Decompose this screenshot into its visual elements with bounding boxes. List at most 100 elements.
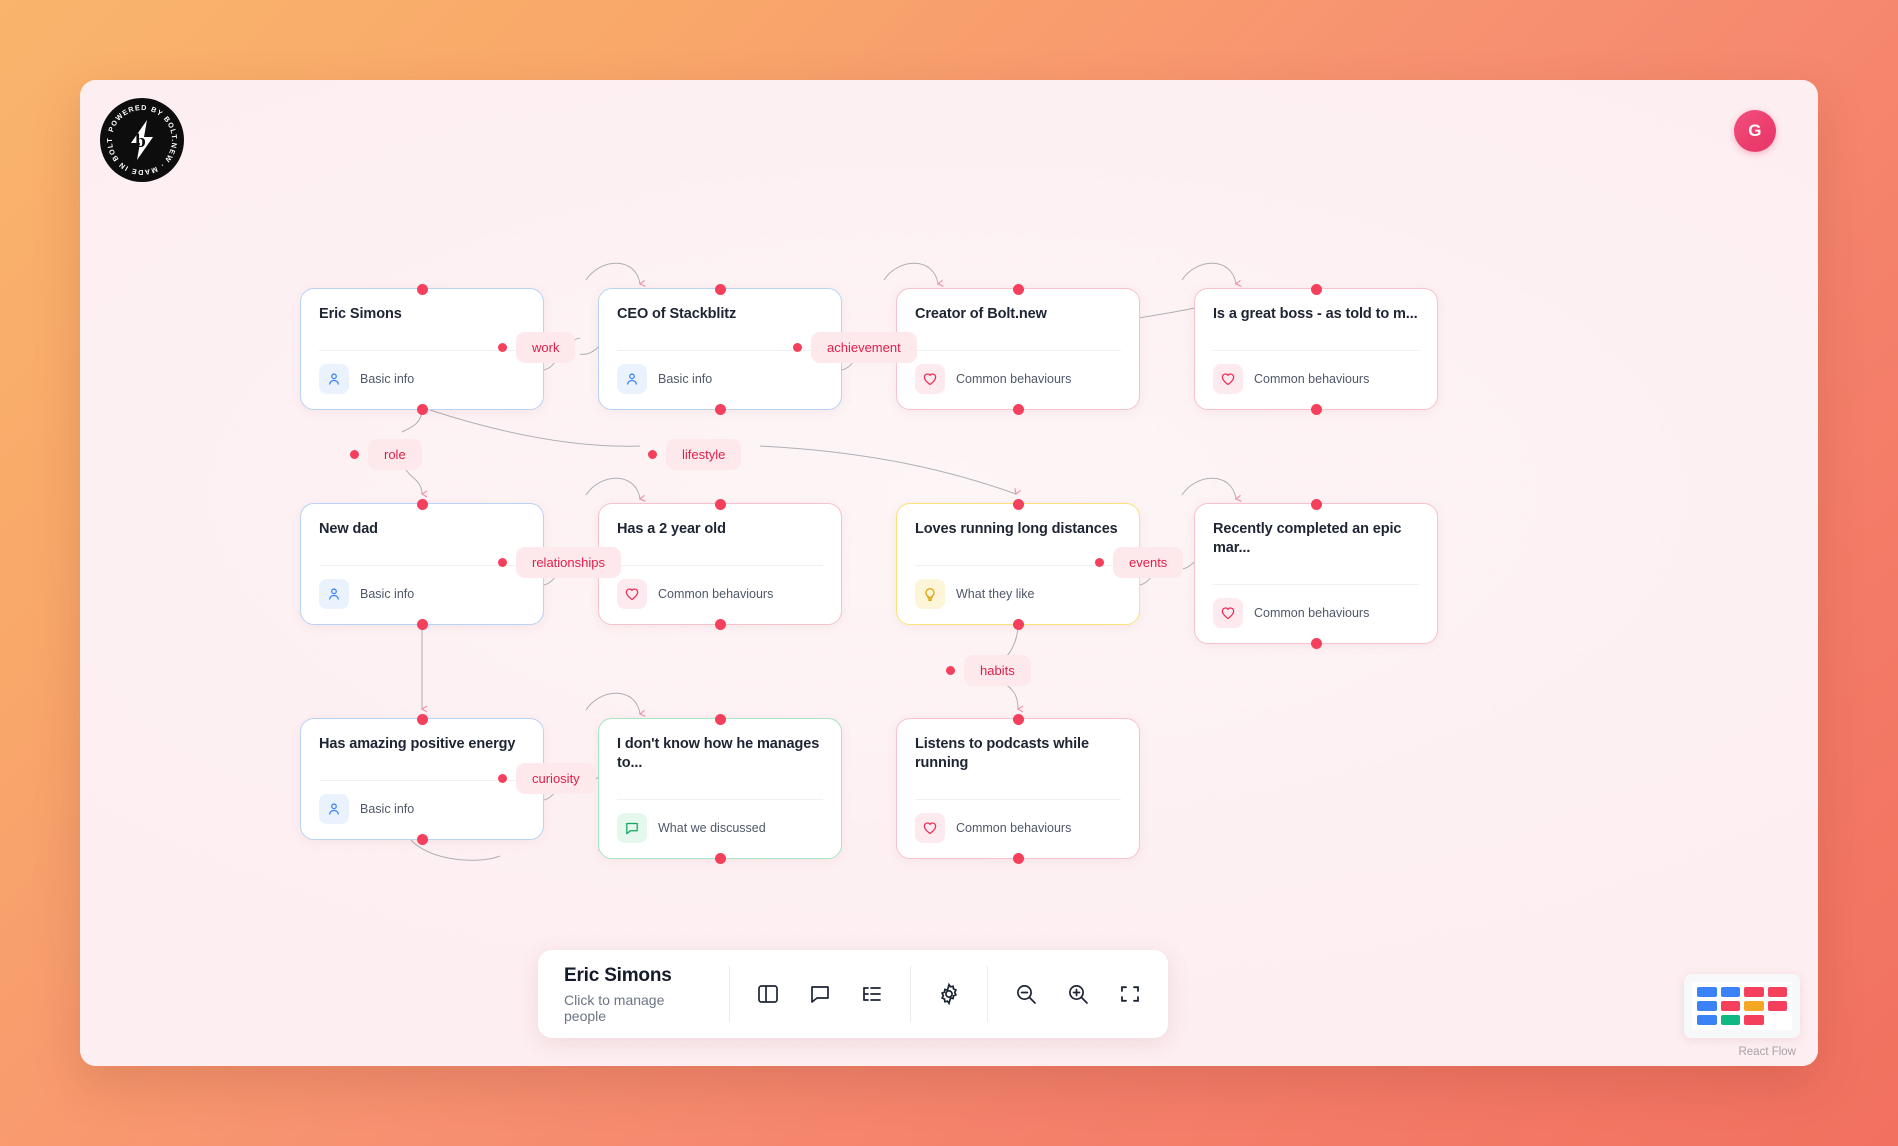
bolt-badge[interactable]: POWERED BY BOLT.NEW · MADE IN BOLT.NEW b <box>100 98 184 182</box>
node-handle-top[interactable] <box>416 283 428 295</box>
settings-button[interactable] <box>925 970 973 1018</box>
node-title: Loves running long distances <box>915 521 1118 537</box>
node-title: I don't know how he manages to... <box>617 736 820 772</box>
node-handle-top[interactable] <box>416 498 428 510</box>
heart-icon <box>915 813 945 844</box>
node-footer: Common behaviours <box>1213 584 1419 643</box>
node-category-label: What we discussed <box>658 821 766 836</box>
toolbar-divider <box>729 966 731 1022</box>
minimap-cell <box>1720 1015 1740 1025</box>
minimap[interactable] <box>1684 974 1800 1038</box>
edge-label-text: lifestyle <box>666 439 742 470</box>
node-spacer <box>897 324 1139 350</box>
toolbar-title: Eric Simons <box>564 964 672 986</box>
node-footer: Common behaviours <box>915 350 1121 409</box>
node-handle-bottom[interactable] <box>714 618 726 630</box>
node-handle-top[interactable] <box>1012 713 1024 725</box>
minimap-cell <box>1720 987 1740 997</box>
node-spacer <box>599 539 841 565</box>
heart-icon <box>1213 364 1243 395</box>
node-category-label: Common behaviours <box>658 587 774 602</box>
edge-label-role[interactable]: role <box>350 439 422 470</box>
message-icon <box>811 986 829 1003</box>
react-flow-watermark: React Flow <box>1738 1046 1796 1058</box>
node-footer: Common behaviours <box>617 565 823 624</box>
zoom-out-button[interactable] <box>1002 970 1050 1018</box>
node-handle-bottom[interactable] <box>1012 618 1024 630</box>
edge-label-events[interactable]: events <box>1095 547 1184 578</box>
edge-label-curiosity[interactable]: curiosity <box>498 763 596 794</box>
node-category-label: Basic info <box>360 802 415 817</box>
svg-text:b: b <box>135 131 146 152</box>
edge-label-text: achievement <box>811 332 917 363</box>
node-handle-top[interactable] <box>1310 498 1322 510</box>
node-handle-bottom[interactable] <box>1012 403 1024 415</box>
node-handle-bottom[interactable] <box>714 852 726 864</box>
toolbar-person-info[interactable]: Eric Simons Click to manage people <box>538 965 729 1024</box>
node-manages-to[interactable]: I don't know how he manages to... What we… <box>598 713 842 864</box>
edge-label-work[interactable]: work <box>498 332 576 363</box>
node-spacer <box>897 773 1139 799</box>
node-title: Has amazing positive energy <box>319 736 516 752</box>
node-handle-bottom[interactable] <box>1310 637 1322 649</box>
minimap-cell <box>1767 1001 1787 1011</box>
minimap-cell <box>1744 1015 1764 1025</box>
toolbar-view-group <box>730 970 910 1018</box>
node-handle-bottom[interactable] <box>416 618 428 630</box>
node-handle-top[interactable] <box>714 713 726 725</box>
node-great-boss[interactable]: Is a great boss - as told to m...Common … <box>1194 283 1438 415</box>
node-handle-top[interactable] <box>714 498 726 510</box>
person-icon <box>319 579 349 610</box>
node-handle-bottom[interactable] <box>714 403 726 415</box>
node-handle-bottom[interactable] <box>416 833 428 845</box>
zoom-in-icon <box>1069 985 1088 1004</box>
node-category-label: Basic info <box>658 372 713 387</box>
zoom-in-button[interactable] <box>1054 970 1102 1018</box>
edge-label-lifestyle[interactable]: lifestyle <box>648 439 742 470</box>
node-footer: What they like <box>915 565 1121 624</box>
list-tree-button[interactable] <box>848 970 896 1018</box>
list-tree-icon <box>863 987 881 1001</box>
edge-label-text: curiosity <box>516 763 596 794</box>
node-handle-top[interactable] <box>714 283 726 295</box>
minimap-cell <box>1697 1015 1717 1025</box>
panel-toggle-button[interactable] <box>744 970 792 1018</box>
zoom-out-icon <box>1017 985 1036 1004</box>
node-title: Recently completed an epic mar... <box>1213 521 1402 557</box>
minimap-cell-empty <box>1768 1015 1788 1025</box>
minimap-cells <box>1692 982 1792 1030</box>
node-handle-top[interactable] <box>1310 283 1322 295</box>
node-handle-top[interactable] <box>1012 283 1024 295</box>
node-title: Is a great boss - as told to m... <box>1213 306 1418 322</box>
edge-label-dot <box>946 666 955 675</box>
minimap-cell <box>1767 987 1787 997</box>
node-handle-bottom[interactable] <box>1012 852 1024 864</box>
edge-label-achievement[interactable]: achievement <box>793 332 917 363</box>
node-epic-marathon[interactable]: Recently completed an epic mar... Common … <box>1194 498 1438 649</box>
edge-label-habits[interactable]: habits <box>946 655 1031 686</box>
person-icon <box>617 364 647 395</box>
node-handle-bottom[interactable] <box>1310 403 1322 415</box>
node-title: Has a 2 year old <box>617 521 726 537</box>
node-footer: Basic info <box>319 780 525 839</box>
node-handle-bottom[interactable] <box>416 403 428 415</box>
avatar[interactable]: G <box>1734 110 1776 152</box>
fit-view-button[interactable] <box>1106 970 1154 1018</box>
toolbar-subtitle: Click to manage people <box>564 991 665 1024</box>
node-handle-top[interactable] <box>416 713 428 725</box>
edge-label-text: relationships <box>516 547 621 578</box>
message-button[interactable] <box>796 970 844 1018</box>
minimap-cell <box>1720 1001 1740 1011</box>
edge-label-dot <box>1095 558 1104 567</box>
node-handle-top[interactable] <box>1012 498 1024 510</box>
node-category-label: Common behaviours <box>956 372 1072 387</box>
edge-label-dot <box>350 450 359 459</box>
panel-toggle-icon <box>758 985 778 1003</box>
toolbar-settings-group <box>911 970 987 1018</box>
edge-label-relationships[interactable]: relationships <box>498 547 621 578</box>
